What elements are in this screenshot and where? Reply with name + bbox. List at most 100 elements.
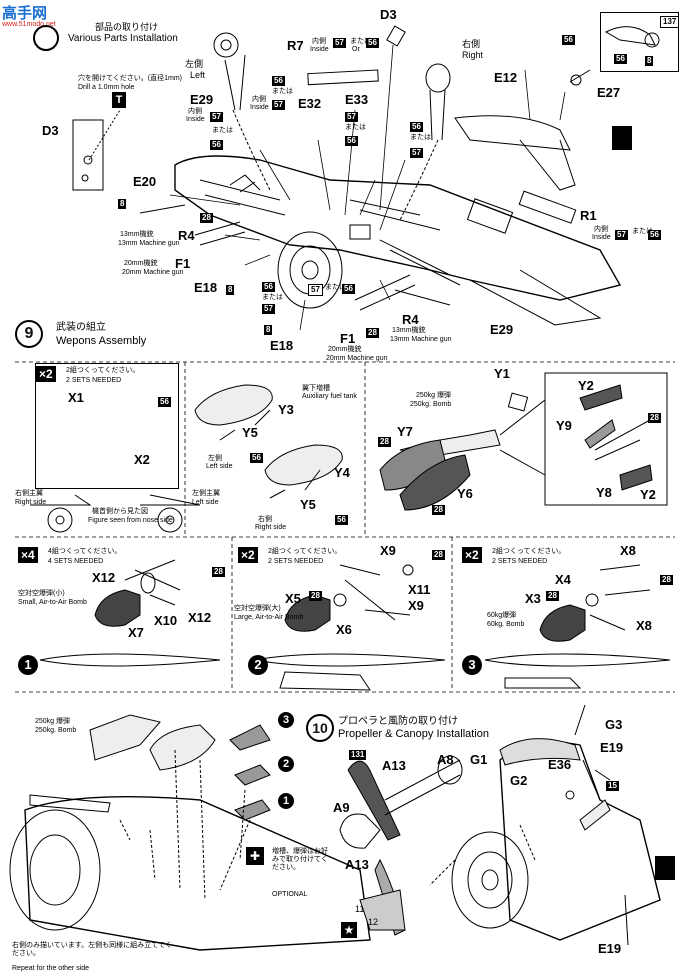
part-e36: E36 bbox=[548, 757, 572, 772]
step-10-title-jp: プロペラと風防の取り付け bbox=[338, 716, 458, 727]
part-y4: Y4 bbox=[334, 465, 350, 480]
step-8-title-jp: 部品の取り付け bbox=[95, 22, 159, 32]
star-icon: ★ bbox=[341, 922, 357, 938]
part-x8-bottom: X8 bbox=[636, 618, 652, 633]
drill-icon: T bbox=[112, 92, 126, 108]
part-x10: X10 bbox=[154, 613, 178, 628]
front-left-jp: 左側主翼 bbox=[192, 490, 220, 497]
lg-inside-en: Inside bbox=[250, 104, 269, 111]
sprue-28-r4: 28 bbox=[200, 213, 213, 223]
sets4-jp: 4組つくってください。 bbox=[48, 548, 122, 555]
part-g1: G1 bbox=[470, 752, 488, 767]
sprue-56-y-right: 56 bbox=[335, 515, 348, 525]
bottom-badge-3: 3 bbox=[278, 712, 294, 728]
drop-lines-step8 bbox=[169, 44, 566, 331]
step-9-circle: 9 bbox=[15, 320, 43, 348]
part-a8: A8 bbox=[437, 752, 454, 767]
drill-note-jp: 穴を開けてください。(直径1mm) bbox=[78, 75, 183, 82]
e29-or-jp: または bbox=[212, 127, 233, 134]
part-x12-a: X12 bbox=[92, 570, 116, 585]
part-y1: Y1 bbox=[494, 366, 510, 381]
sets2-jp-60: 2組つくってください。 bbox=[492, 548, 566, 555]
sets-x2-60: ×2 bbox=[462, 547, 482, 563]
drill-note-en: Drill a 1.0mm hole bbox=[78, 84, 135, 91]
sprue-56-x: 56 bbox=[158, 397, 171, 407]
sets-x4: ×4 bbox=[18, 547, 38, 563]
sprue-56-y-left: 56 bbox=[250, 453, 263, 463]
small-bomb-en: Small, Air-to-Air Bomb bbox=[18, 599, 87, 606]
part-e19-top: E19 bbox=[600, 740, 624, 755]
sprue-28-x12: 28 bbox=[212, 567, 225, 577]
r1-inside-en: Inside bbox=[592, 234, 611, 241]
part-e20: E20 bbox=[133, 174, 157, 189]
sets-x2-large: ×2 bbox=[238, 547, 258, 563]
bomb250-en: 250kg. Bomb bbox=[410, 401, 452, 408]
sprue-56-lg: 56 bbox=[272, 76, 285, 86]
part-e29-left: E29 bbox=[190, 92, 214, 107]
ref-11: 11 bbox=[355, 904, 365, 914]
bot-or-jp: または bbox=[262, 294, 283, 301]
part-a9: A9 bbox=[333, 800, 350, 815]
part-e27: E27 bbox=[597, 85, 621, 100]
sprue-57-mid: 57 bbox=[308, 284, 323, 296]
sets2-en-large: 2 SETS NEEDED bbox=[268, 558, 324, 565]
optional-jp: 増槽、爆弾はお好みで取り付けてください。 bbox=[272, 848, 328, 871]
sprue-28-x3: 28 bbox=[546, 591, 559, 601]
part-x9-top: X9 bbox=[380, 543, 396, 558]
sprue-56-insert: 56 bbox=[614, 54, 627, 64]
optional-en: OPTIONAL bbox=[272, 891, 308, 898]
sprue-15: 15 bbox=[606, 781, 619, 791]
part-y2-bottom: Y2 bbox=[640, 487, 656, 502]
left-side-jp: 左側 bbox=[185, 59, 204, 69]
step8-insert-frame bbox=[600, 12, 679, 72]
watermark-url: www.51modo.net bbox=[2, 21, 56, 28]
sprue-28-x8: 28 bbox=[660, 575, 673, 585]
sets-jp-tank: 2組つくってください。 bbox=[66, 367, 140, 374]
option-1-badge: 1 bbox=[18, 655, 38, 675]
right-side-jp-9: 右側 bbox=[258, 516, 272, 523]
part-x8-top: X8 bbox=[620, 543, 636, 558]
sprue-56-right: 56 bbox=[410, 122, 423, 132]
e29-inside-en: Inside bbox=[186, 116, 205, 123]
option-2-badge: 2 bbox=[248, 655, 268, 675]
e29-inside-jp: 内側 bbox=[188, 108, 202, 115]
part-y2-top: Y2 bbox=[578, 378, 594, 393]
direction-flag-icon-2 bbox=[655, 856, 675, 880]
right-side-jp: 右側 bbox=[462, 39, 481, 49]
sprue-28-x9: 28 bbox=[432, 550, 445, 560]
direction-flag-icon bbox=[612, 126, 632, 150]
option-3-badge: 3 bbox=[462, 655, 482, 675]
watermark-logo: 高手网 www.51modo.net bbox=[2, 2, 56, 28]
sprue-57-lg: 57 bbox=[272, 100, 285, 110]
small-bomb-jp: 空対空爆弾(小) bbox=[18, 590, 65, 597]
tank-en: Auxiliary fuel tank bbox=[302, 393, 357, 400]
part-y8: Y8 bbox=[596, 485, 612, 500]
part-f1-right: F1 bbox=[340, 331, 356, 346]
right-side-en: Right bbox=[462, 50, 484, 60]
step-10-circle: 10 bbox=[306, 714, 334, 742]
optional-icon: ✚ bbox=[246, 847, 264, 865]
repeat-en: Repeat for the other side bbox=[12, 965, 90, 972]
step-9-title-en: Wepons Assembly bbox=[56, 335, 147, 347]
left-side-jp-9: 左側 bbox=[208, 455, 222, 462]
part-x11: X11 bbox=[408, 582, 431, 597]
bomb60-jp: 60kg爆弾 bbox=[487, 612, 517, 619]
bottom-badge-2: 2 bbox=[278, 756, 294, 772]
sprue-56-e29: 56 bbox=[210, 140, 223, 150]
part-f1-left: F1 bbox=[175, 256, 191, 271]
sprue-28-y6: 28 bbox=[432, 505, 445, 515]
front-left-en: Left side bbox=[192, 499, 219, 506]
watermark-title: 高手网 bbox=[2, 4, 48, 22]
part-x5: X5 bbox=[285, 591, 301, 606]
r1-inside-jp: 内側 bbox=[594, 226, 608, 233]
r7-or-en: Or bbox=[352, 46, 360, 53]
part-y9: Y9 bbox=[556, 418, 572, 433]
part-e32: E32 bbox=[298, 96, 322, 111]
sprue-56-e12: 56 bbox=[562, 35, 575, 45]
right-or-jp: または bbox=[410, 134, 431, 141]
left-side-en-9: Left side bbox=[206, 463, 233, 470]
part-r4-left: R4 bbox=[178, 228, 195, 243]
sprue-28-x5: 28 bbox=[309, 591, 322, 601]
step-8-circle bbox=[33, 25, 59, 51]
part-x1: X1 bbox=[68, 390, 84, 405]
